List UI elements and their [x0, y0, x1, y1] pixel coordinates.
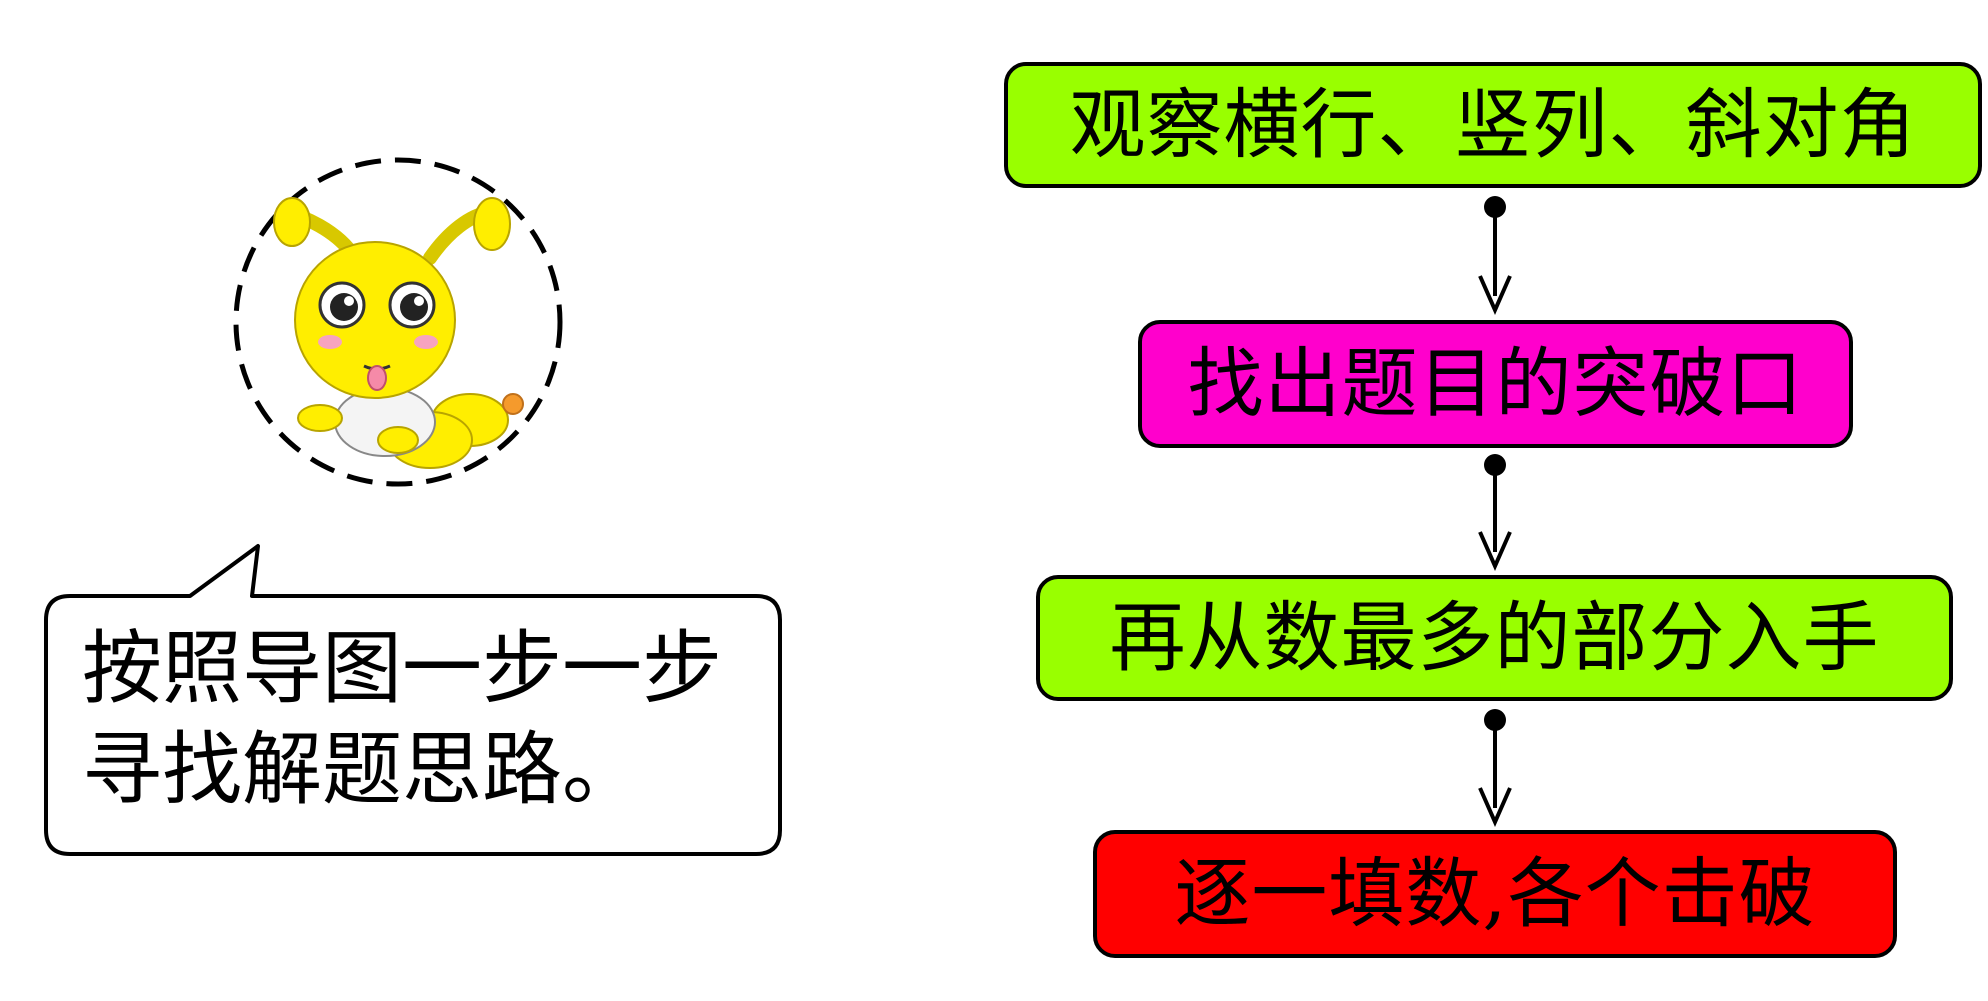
flow-step-3: 再从数最多的部分入手	[1036, 575, 1953, 701]
flow-step-1: 观察横行、竖列、斜对角	[1004, 62, 1982, 188]
flow-step-4: 逐一填数,各个击破	[1093, 830, 1897, 958]
speech-bubble-shape	[44, 544, 782, 856]
connector-1	[1478, 196, 1512, 315]
speech-bubble-line-2: 寻找解题思路。	[82, 723, 642, 816]
speech-bubble-text: 按照导图一步一步 寻找解题思路。	[82, 618, 762, 820]
mascot-dashed-circle	[233, 157, 563, 487]
connector-3	[1478, 709, 1512, 827]
flow-step-2: 找出题目的突破口	[1138, 320, 1853, 448]
connector-2	[1478, 454, 1512, 571]
caterpillar-icon	[273, 197, 524, 469]
speech-bubble-line-1: 按照导图一步一步	[82, 622, 722, 715]
